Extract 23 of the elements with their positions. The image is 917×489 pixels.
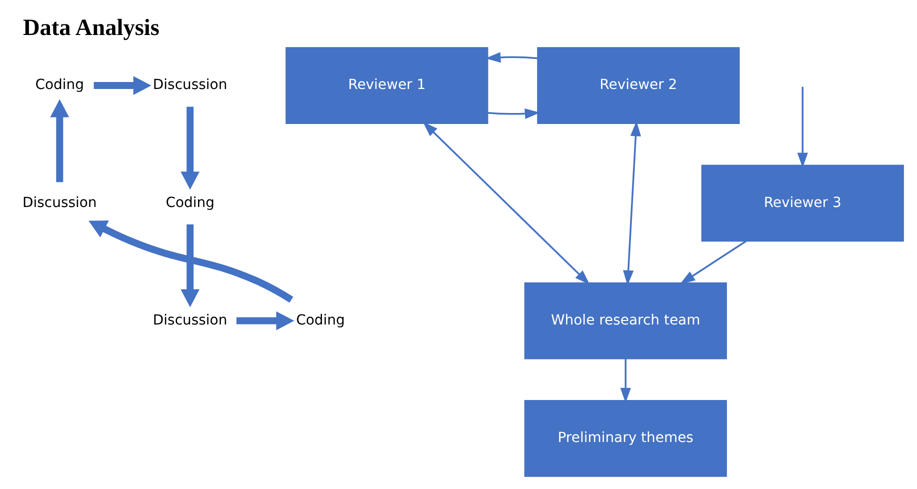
node-text: Coding [166,194,214,211]
arrow [94,76,152,95]
node-box: Reviewer 2 [537,47,740,124]
node-box: Preliminary themes [524,400,727,477]
arrow [236,311,294,330]
node-box: Reviewer 3 [701,164,904,242]
arrow [180,224,200,308]
diagram-title: Data Analysis [22,14,160,41]
node-box: Whole research team [524,282,727,360]
arrow [680,240,747,284]
arrow [797,86,808,168]
arrow [50,99,70,182]
arrow [488,108,540,119]
node-text: Discussion [152,312,228,328]
node-text: Discussion [152,77,228,94]
arrow [422,122,590,285]
node-text: Coding [296,312,345,328]
node-text: Coding [35,77,84,94]
arrow [88,220,294,303]
node-text: Discussion [22,194,97,211]
arrow [180,106,200,190]
arrow [485,52,538,63]
node-box: Reviewer 1 [286,47,488,124]
